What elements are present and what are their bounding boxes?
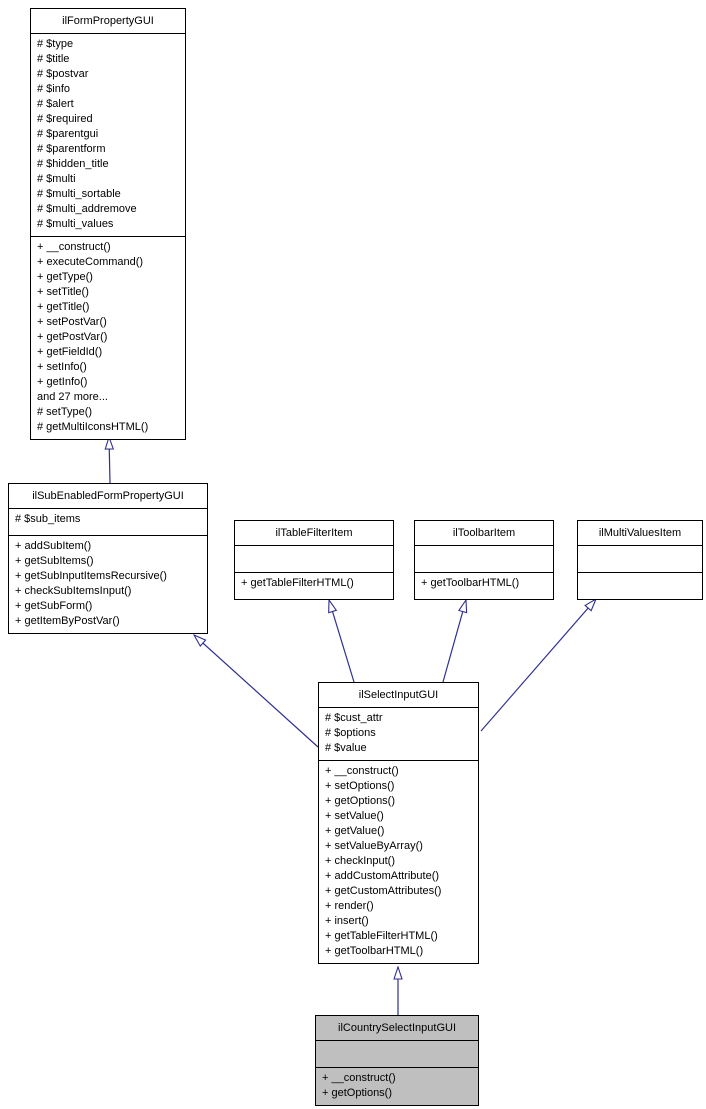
- member-line: + setPostVar(): [37, 316, 107, 328]
- member-line: # $value: [325, 742, 367, 754]
- class-methods: + __construct() + executeCommand() + getTy…: [31, 237, 185, 439]
- member-line: + getValue(): [325, 825, 385, 837]
- member-line: # $parentform: [37, 143, 106, 155]
- member-line: # $postvar: [37, 68, 89, 80]
- class-title: ilSubEnabledFormPropertyGUI: [9, 484, 207, 509]
- member-line: # $required: [37, 113, 93, 125]
- edge-ilSelectInputGUI-to-ilSubEnabledFormPropertyGUI: [194, 635, 319, 748]
- class-attributes: # $sub_items: [9, 509, 207, 536]
- member-line: + checkInput(): [325, 855, 396, 867]
- member-line: # $info: [37, 83, 71, 95]
- edge-ilSelectInputGUI-to-ilMultiValuesItem: [480, 599, 596, 732]
- member-line: + getTitle(): [37, 301, 90, 313]
- member-line: # $multi_addremove: [37, 203, 137, 215]
- member-line: + __construct(): [322, 1072, 396, 1084]
- member-line: + setOptions(): [325, 780, 395, 792]
- member-line: # $hidden_title: [37, 158, 109, 170]
- class-box-ilCountrySelectInputGUI[interactable]: ilCountrySelectInputGUI + __construct()+…: [315, 1015, 479, 1106]
- member-line: + getSubItems(): [15, 555, 94, 567]
- member-line: + insert(): [325, 915, 369, 927]
- class-methods: + getToolbarHTML(): [415, 573, 553, 599]
- member-line: + addSubItem(): [15, 540, 92, 552]
- edge-ilSelectInputGUI-to-ilTableFilterItem: [329, 600, 355, 683]
- class-attributes: # $type # $title # $postvar # $info # $alert…: [31, 34, 185, 237]
- member-line: # $multi_sortable: [37, 188, 121, 200]
- class-methods: + __construct() + setOptions() + getOption…: [319, 761, 478, 963]
- member-line: + setValueByArray(): [325, 840, 423, 852]
- member-line: + setInfo(): [37, 361, 87, 373]
- class-box-ilMultiValuesItem[interactable]: ilMultiValuesItem: [577, 520, 703, 600]
- class-box-ilTableFilterItem[interactable]: ilTableFilterItem + getTableFilterHTML(): [234, 520, 394, 600]
- member-line: + getTableFilterHTML(): [325, 930, 438, 942]
- class-attributes: [415, 546, 553, 573]
- member-line: # $type: [37, 38, 74, 50]
- member-line: + getSubForm(): [15, 600, 93, 612]
- class-box-ilSelectInputGUI[interactable]: ilSelectInputGUI # $cust_attr# $options#…: [318, 682, 479, 964]
- class-box-ilToolbarItem[interactable]: ilToolbarItem + getToolbarHTML(): [414, 520, 554, 600]
- member-line: # $alert: [37, 98, 74, 110]
- member-line: + getPostVar(): [37, 331, 108, 343]
- class-attributes: [316, 1041, 478, 1068]
- member-line: + getCustomAttributes(): [325, 885, 442, 897]
- member-line: # $sub_items: [15, 513, 81, 525]
- member-line: # $title: [37, 53, 70, 65]
- member-line: # $cust_attr: [325, 712, 383, 724]
- class-title: ilToolbarItem: [415, 521, 553, 546]
- member-line: # $multi: [37, 173, 76, 185]
- class-methods: + addSubItem() + getSubItems() + getSubInp…: [9, 536, 207, 633]
- member-line: and 27 more...: [37, 391, 108, 403]
- member-line: + addCustomAttribute(): [325, 870, 440, 882]
- class-attributes: [235, 546, 393, 573]
- class-methods: + __construct() + getOptions(): [316, 1068, 478, 1105]
- member-line: + getOptions(): [325, 795, 396, 807]
- member-line: # getMultiIconsHTML(): [37, 421, 149, 433]
- class-methods: + getTableFilterHTML(): [235, 573, 393, 599]
- member-line: + getToolbarHTML(): [325, 945, 424, 957]
- class-box-ilFormPropertyGUI[interactable]: ilFormPropertyGUI # $type # $title # $post…: [30, 8, 186, 440]
- member-line: + __construct(): [37, 241, 111, 253]
- member-line: # $options: [325, 727, 376, 739]
- member-line: + setValue(): [325, 810, 384, 822]
- member-line: + getOptions(): [322, 1087, 393, 1099]
- member-line: + getToolbarHTML(): [421, 577, 520, 589]
- member-line: + getFieldId(): [37, 346, 103, 358]
- member-line: + getTableFilterHTML(): [241, 577, 354, 589]
- class-box-ilSubEnabledFormPropertyGUI[interactable]: ilSubEnabledFormPropertyGUI # $sub_items…: [8, 483, 208, 634]
- edge-ilSubEnabledFormPropertyGUI-to-ilFormPropertyGUI: [109, 437, 110, 484]
- edge-ilSelectInputGUI-to-ilToolbarItem: [442, 600, 466, 683]
- class-title: ilCountrySelectInputGUI: [316, 1016, 478, 1041]
- member-line: + executeCommand(): [37, 256, 144, 268]
- member-line: + getItemByPostVar(): [15, 615, 120, 627]
- class-title: ilMultiValuesItem: [578, 521, 702, 546]
- member-line: + render(): [325, 900, 374, 912]
- member-line: # $parentgui: [37, 128, 99, 140]
- class-title: ilFormPropertyGUI: [31, 9, 185, 34]
- class-attributes: [578, 546, 702, 573]
- class-attributes: # $cust_attr # $options # $value: [319, 708, 478, 761]
- member-line: + getSubInputItemsRecursive(): [15, 570, 167, 582]
- member-line: # $multi_values: [37, 218, 114, 230]
- class-title: ilSelectInputGUI: [319, 683, 478, 708]
- member-line: + getType(): [37, 271, 93, 283]
- class-title: ilTableFilterItem: [235, 521, 393, 546]
- member-line: + checkSubItemsInput(): [15, 585, 132, 597]
- member-line: + setTitle(): [37, 286, 89, 298]
- member-line: + __construct(): [325, 765, 399, 777]
- member-line: + getInfo(): [37, 376, 88, 388]
- class-methods: [578, 573, 702, 599]
- member-line: # setType(): [37, 406, 93, 418]
